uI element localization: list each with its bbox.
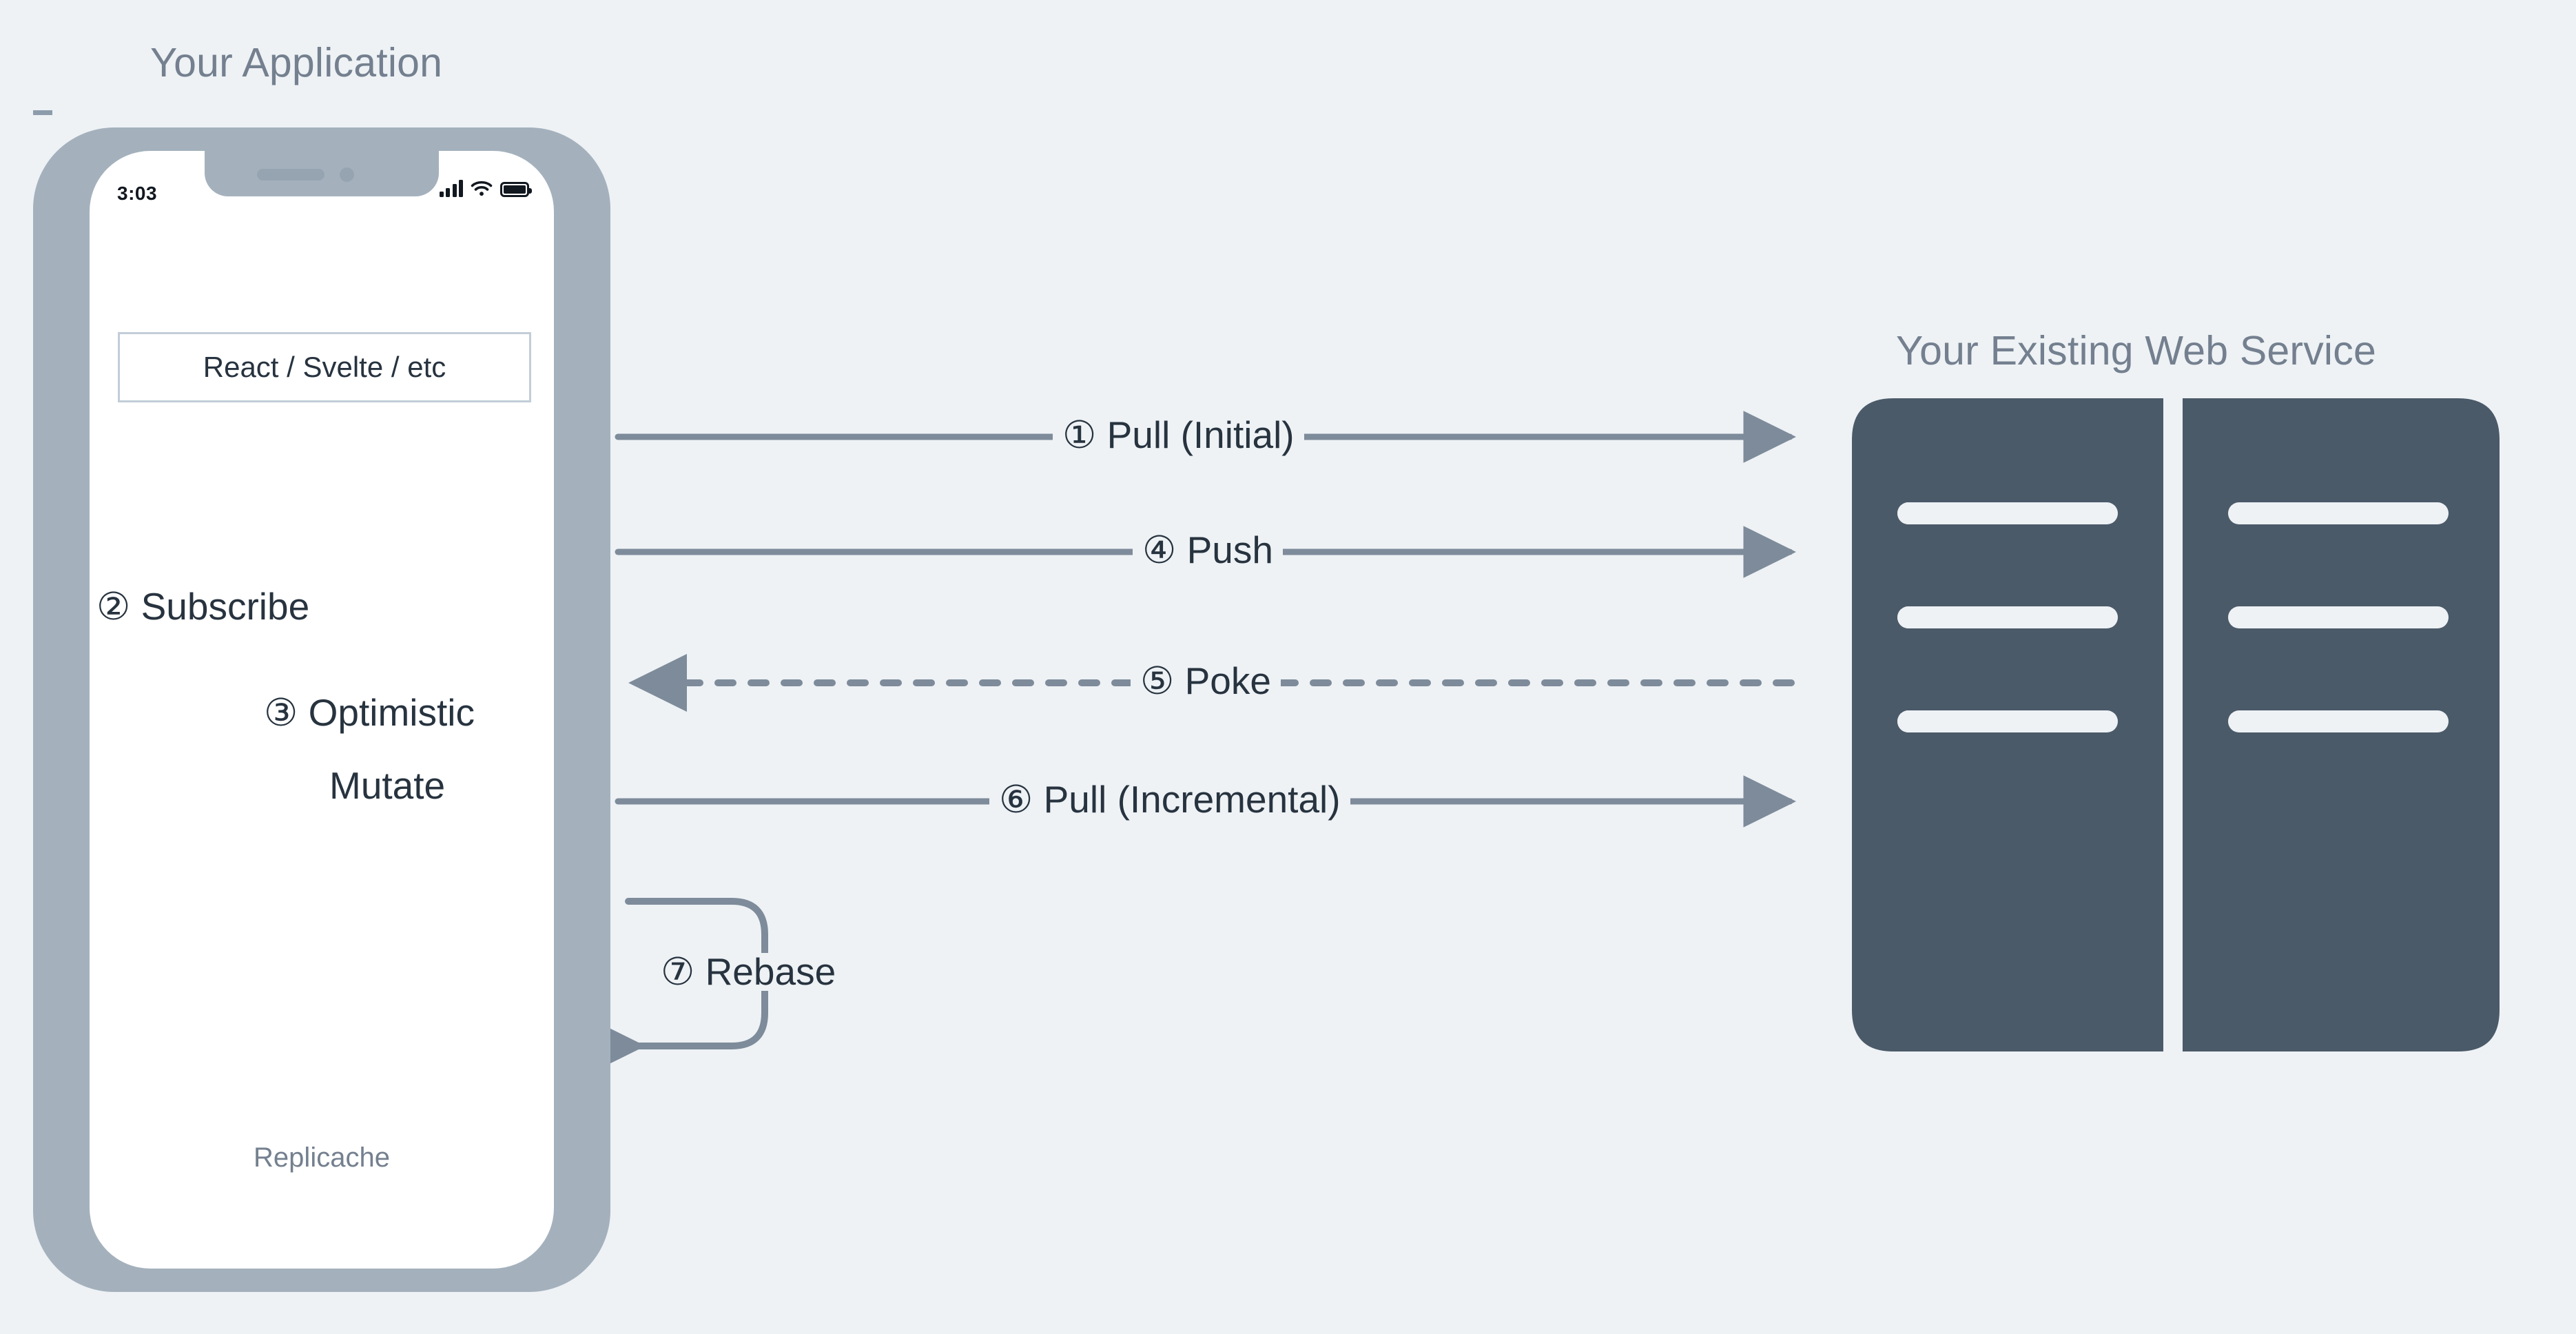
flow-label-optimistic-mutate-line1: ③ Optimistic [264, 690, 475, 735]
status-time: 3:03 [117, 183, 158, 204]
flow-label-push: ④ Push [1133, 531, 1283, 569]
speaker-icon [257, 169, 324, 181]
wifi-icon [471, 181, 493, 196]
store-caption: Replicache [254, 1142, 390, 1173]
server-slot [1897, 502, 2118, 524]
framework-label: React / Svelte / etc [203, 351, 446, 383]
decorative-dash [33, 110, 52, 115]
battery-icon [500, 182, 532, 197]
server-rack-right [2183, 398, 2500, 1051]
flow-label-subscribe: ② Subscribe [96, 584, 310, 629]
status-bar: 3:03 [90, 151, 554, 217]
client-title: Your Application [150, 40, 443, 85]
server-title: Your Existing Web Service [1896, 328, 2376, 373]
flow-label-poke: ⑤ Poke [1131, 662, 1281, 700]
flow-label-rebase: ⑦ Rebase [651, 953, 846, 991]
status-icons [439, 180, 532, 197]
flow-label-optimistic-mutate-line2: Mutate [329, 763, 446, 808]
server-slot [1897, 710, 2118, 732]
framework-box: React / Svelte / etc [118, 332, 531, 402]
flow-label-pull-incremental: ⑥ Pull (Incremental) [989, 781, 1350, 819]
flow-label-pull-initial: ① Pull (Initial) [1053, 416, 1304, 454]
phone-notch [205, 151, 439, 196]
store-caption-wrap: Replicache [33, 1142, 610, 1173]
camera-icon [340, 167, 354, 182]
signal-bars-icon [439, 180, 463, 197]
server-slot [1897, 606, 2118, 628]
